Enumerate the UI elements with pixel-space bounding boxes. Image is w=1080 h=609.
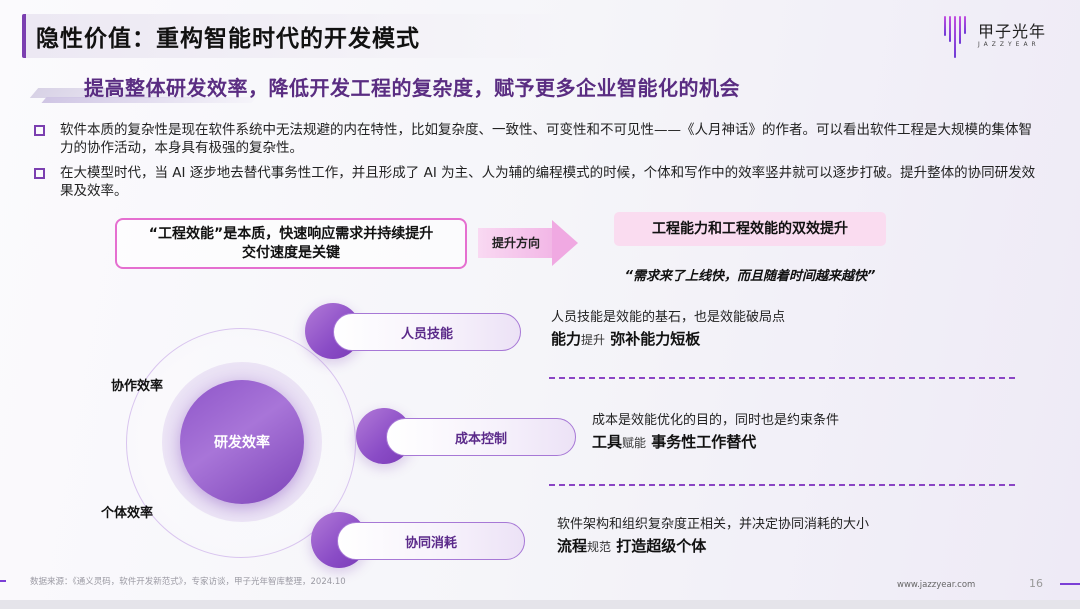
- subtitle: 提高整体研发效率，降低开发工程的复杂度，赋予更多企业智能化的机会: [84, 76, 740, 100]
- logo-text-cn: 甲子光年: [978, 22, 1047, 41]
- pill-personnel-skills: 人员技能: [305, 303, 525, 361]
- footer-accent: [1060, 583, 1080, 585]
- footer-bar: [0, 600, 1080, 609]
- brand-logo: 甲子光年 JAZZYEAR: [940, 14, 1050, 58]
- bullet-item: 在大模型时代，当 AI 逐步地去替代事务性工作，并且形成了 AI 为主、人为辅的…: [34, 164, 1044, 200]
- pill-box: 成本控制: [386, 418, 576, 456]
- essence-box: “工程效能”是本质，快速响应需求并持续提升 交付速度是关键: [115, 218, 467, 269]
- arrow-head-icon: [552, 220, 578, 266]
- dashed-divider: [549, 484, 1015, 486]
- direction-arrow: 提升方向: [478, 220, 580, 266]
- dashed-divider: [549, 377, 1015, 379]
- desc-personnel-skills: 人员技能是效能的基石，也是效能破局点 能力提升 弥补能力短板: [551, 308, 785, 351]
- result-box: 工程能力和工程效能的双效提升: [614, 212, 886, 246]
- ring-label-collaboration: 协作效率: [111, 379, 164, 394]
- footer-accent: [0, 580, 6, 582]
- highlight-b: 事务性工作替代: [651, 433, 757, 451]
- data-source: 数据来源：《通义灵码，软件开发新范式》，专家访谈，甲子光年智库整理，2024.1…: [30, 577, 346, 587]
- pill-label: 协同消耗: [404, 535, 457, 551]
- bullet-list: 软件本质的复杂性是现在软件系统中无法规避的内在特性，比如复杂度、一致性、可变性和…: [34, 121, 1044, 207]
- pill-label: 人员技能: [400, 326, 453, 342]
- highlight-connector: 规范: [587, 540, 612, 554]
- desc-highlight: 能力提升 弥补能力短板: [551, 328, 785, 351]
- quote-text: “需求来了上线快，而且随着时间越来越快”: [624, 269, 876, 284]
- website-link[interactable]: www.jazzyear.com: [897, 580, 976, 590]
- pill-box: 人员技能: [333, 313, 521, 351]
- arrow-label: 提升方向: [492, 236, 541, 250]
- desc-text: 人员技能是效能的基石，也是效能破局点: [551, 310, 786, 325]
- highlight-a: 能力: [551, 330, 582, 348]
- title-bar: [22, 14, 582, 58]
- desc-text: 软件架构和组织复杂度正相关，并决定协同消耗的大小: [557, 517, 870, 532]
- desc-collaboration-cost: 软件架构和组织复杂度正相关，并决定协同消耗的大小 流程规范 打造超级个体: [557, 515, 869, 558]
- highlight-a: 流程: [557, 537, 588, 555]
- highlight-connector: 赋能: [622, 436, 647, 450]
- highlight-b: 打造超级个体: [616, 537, 707, 555]
- page-number: 16: [1029, 577, 1043, 590]
- pill-label: 成本控制: [454, 431, 507, 447]
- desc-highlight: 流程规范 打造超级个体: [557, 535, 869, 558]
- square-bullet-icon: [34, 168, 45, 179]
- arrow-right-icon: [478, 228, 554, 258]
- logo-text-en: JAZZYEAR: [978, 41, 1040, 48]
- desc-highlight: 工具赋能 事务性工作替代: [592, 431, 839, 454]
- pill-collaboration-cost: 协同消耗: [311, 512, 529, 570]
- essence-line-1: “工程效能”是本质，快速响应需求并持续提升: [148, 226, 434, 242]
- bullet-text: 软件本质的复杂性是现在软件系统中无法规避的内在特性，比如复杂度、一致性、可变性和…: [60, 122, 1032, 156]
- highlight-a: 工具: [592, 433, 623, 451]
- highlight-connector: 提升: [581, 333, 606, 347]
- ring-label-individual: 个体效率: [101, 506, 154, 521]
- core-circle: 研发效率: [180, 380, 304, 504]
- page-title: 隐性价值：重构智能时代的开发模式: [36, 26, 420, 52]
- desc-cost-control: 成本是效能优化的目的，同时也是约束条件 工具赋能 事务性工作替代: [592, 411, 839, 454]
- pill-cost-control: 成本控制: [356, 408, 578, 466]
- core-label: 研发效率: [214, 435, 270, 451]
- desc-text: 成本是效能优化的目的，同时也是约束条件: [592, 413, 840, 428]
- logo-bars-icon: [944, 16, 968, 58]
- essence-line-2: 交付速度是关键: [242, 245, 340, 261]
- pill-box: 协同消耗: [337, 522, 525, 560]
- highlight-b: 弥补能力短板: [610, 330, 701, 348]
- square-bullet-icon: [34, 125, 45, 136]
- bullet-text: 在大模型时代，当 AI 逐步地去替代事务性工作，并且形成了 AI 为主、人为辅的…: [60, 165, 1036, 199]
- bullet-item: 软件本质的复杂性是现在软件系统中无法规避的内在特性，比如复杂度、一致性、可变性和…: [34, 121, 1044, 157]
